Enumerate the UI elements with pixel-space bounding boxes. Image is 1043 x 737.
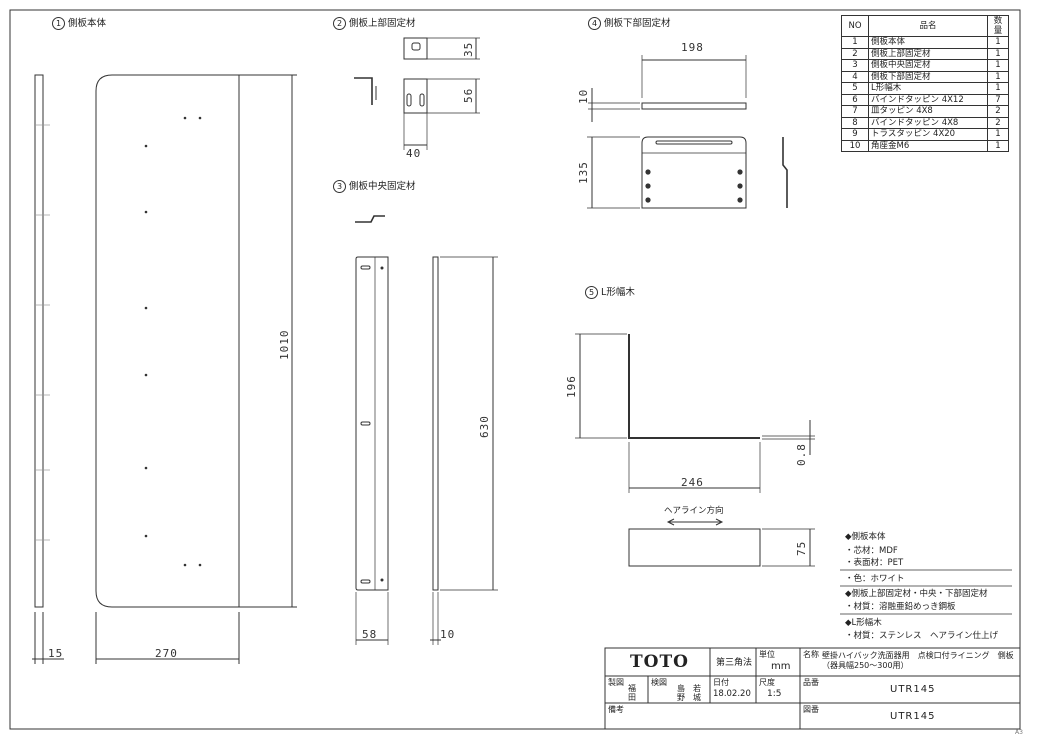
panel-holes [144, 116, 743, 582]
title-block-frame [604, 647, 1021, 730]
section-4-title: 4 側板下部固定材 [588, 17, 671, 30]
note-7: ◆L形幅木 [845, 618, 882, 628]
dim-56: 56 [462, 87, 475, 103]
dim-35: 35 [462, 41, 475, 57]
dim-58: 58 [362, 628, 378, 641]
note-4: ・色：ホワイト [845, 574, 905, 584]
note-1: ◆側板本体 [845, 532, 886, 542]
projection-method: 第三角法 [716, 658, 753, 668]
top-bracket-front [403, 78, 428, 114]
panel-edge-view [34, 74, 44, 608]
panel-front-view [95, 74, 240, 608]
section-5-title: 5 L形幅木 [585, 286, 635, 299]
dim-10-top: 10 [577, 88, 590, 104]
sheet-size: A3 [1015, 729, 1023, 736]
bottom-bracket-front [641, 136, 747, 209]
name-label: 名称 [803, 650, 819, 659]
drawing-no: UTR145 [890, 711, 936, 722]
checked-label: 検図 [651, 678, 667, 687]
section-2-title: 2 側板上部固定材 [333, 17, 416, 30]
center-bracket-front [355, 256, 389, 591]
dim-246: 246 [681, 476, 704, 489]
dim-0-8: 0.8 [795, 443, 808, 466]
center-bracket-profile [355, 215, 385, 223]
scale-value: 1:5 [767, 689, 782, 699]
approved-by: 若城 [693, 684, 701, 702]
scale-label: 尺度 [759, 678, 775, 687]
dim-630: 630 [478, 415, 491, 438]
section-3-title: 3 側板中央固定材 [333, 180, 416, 193]
remarks-label: 備考 [608, 705, 624, 714]
bottom-bracket-top [641, 102, 747, 110]
top-bracket-top [403, 37, 428, 60]
unit-label: 単位 [759, 650, 775, 659]
checked-by: 島野 [677, 684, 685, 702]
drawn-label: 製図 [608, 678, 624, 687]
center-bracket-side [432, 256, 439, 591]
note-8: ・材質：ステンレス ヘアライン仕上げ [845, 631, 999, 641]
part-no-label: 品番 [803, 678, 819, 687]
part-no: UTR145 [890, 684, 936, 695]
baseboard-profile [628, 334, 760, 439]
bottom-bracket-side [782, 137, 788, 208]
top-bracket-side [354, 77, 373, 105]
drawing-name-2: （器具幅250～300用） [822, 661, 909, 670]
sheet-border [9, 9, 1021, 730]
header-no: NO [841, 15, 869, 37]
drawing-name-1: 壁掛ハイバック洗面器用 点検口付ライニング 側板 [822, 651, 1014, 660]
toto-logo: TOTO [630, 652, 689, 672]
date-label: 日付 [713, 678, 729, 687]
dim-196: 196 [565, 375, 578, 398]
header-qty: 数量 [987, 15, 1009, 37]
note-3: ・表面材：PET [845, 558, 904, 568]
drawing-no-label: 図番 [803, 705, 819, 714]
dim-10-side: 10 [440, 628, 456, 641]
dim-1010: 1010 [278, 329, 291, 361]
drawn-by: 福田 [628, 684, 636, 702]
hairline-direction-label: ヘアライン方向 [664, 506, 724, 516]
baseboard-front [628, 528, 761, 567]
unit-value: mm [771, 661, 791, 672]
date-value: 18.02.20 [713, 689, 751, 699]
note-2: ・芯材：MDF [845, 546, 898, 556]
header-name: 品名 [868, 15, 988, 37]
dim-270: 270 [155, 647, 178, 660]
dim-75: 75 [795, 540, 808, 556]
dim-15: 15 [48, 647, 64, 660]
parts-table-header: NO 品名 数量 [841, 15, 1009, 37]
dim-135: 135 [577, 161, 590, 184]
note-5: ◆側板上部固定材・中央・下部固定材 [845, 589, 988, 599]
note-6: ・材質：溶融亜鉛めっき鋼板 [845, 602, 956, 612]
dim-198: 198 [681, 41, 704, 54]
dim-40: 40 [406, 147, 422, 160]
section-1-title: 1 側板本体 [52, 17, 106, 30]
